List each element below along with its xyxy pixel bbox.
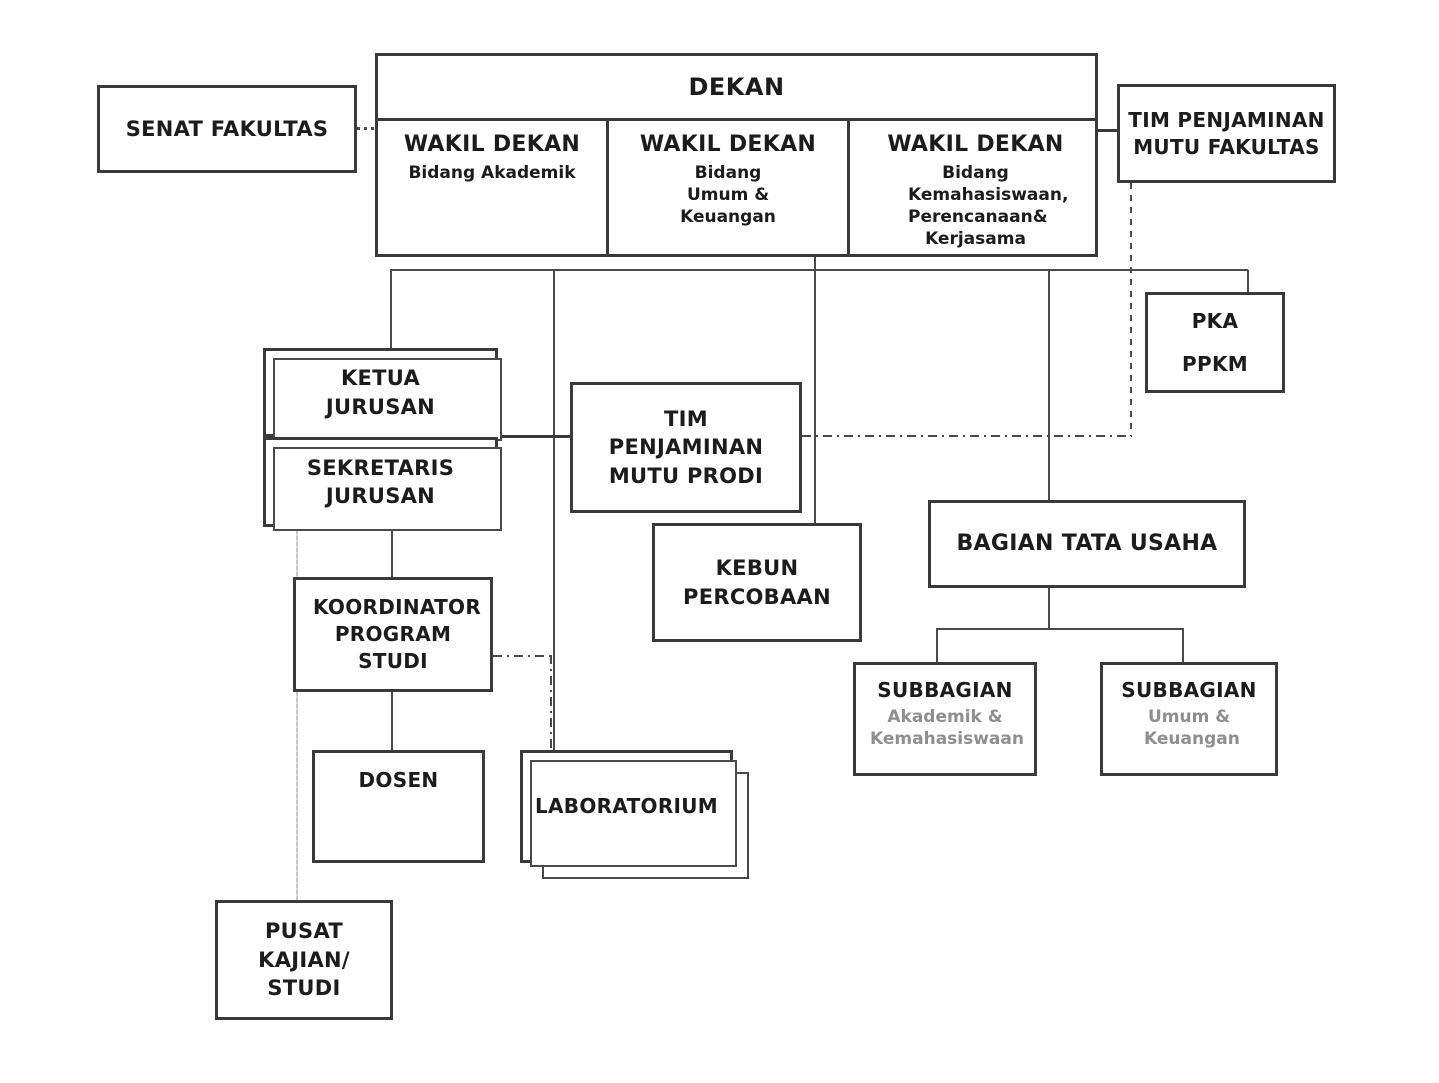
node-ketua-jurusan: KETUA JURUSAN — [263, 348, 502, 441]
node-label: BAGIAN TATA USAHA — [956, 531, 1218, 557]
connector-dekan-timfakultas — [1098, 129, 1117, 132]
node-label: SUBBAGIAN — [877, 678, 1013, 702]
connector-jurusan-pusatkajian-faint — [296, 530, 298, 900]
connector-subbagian-umum-v — [1182, 628, 1184, 662]
node-label: DOSEN — [358, 768, 439, 792]
wakil-dekan-row: WAKIL DEKAN Bidang Akademik WAKIL DEKAN … — [378, 118, 1095, 257]
node-label: SUBBAGIAN — [1121, 678, 1257, 702]
node-sublabel: Bidang Kemahasiswaan, Perencanaan& Kerja… — [908, 162, 1069, 249]
node-tim-penjaminan-mutu-prodi: TIM PENJAMINAN MUTU PRODI — [570, 382, 802, 513]
connector-jurusan-timprodi — [498, 435, 570, 438]
node-dekan: DEKAN WAKIL DEKAN Bidang Akademik WAKIL … — [375, 53, 1098, 257]
node-sublabel: Umum & Keuangan — [1144, 707, 1240, 750]
node-bagian-tata-usaha: BAGIAN TATA USAHA — [928, 500, 1246, 588]
node-sekretaris-jurusan: SEKRETARIS JURUSAN — [263, 437, 502, 531]
node-senat-fakultas: SENAT FAKULTAS — [97, 85, 357, 173]
connector-trunk — [390, 269, 1248, 271]
node-label-pka: PKA — [1191, 308, 1239, 333]
dekan-title: DEKAN — [688, 73, 785, 101]
node-label: SENAT FAKULTAS — [125, 116, 329, 141]
connector-trunk-pka — [1247, 270, 1249, 292]
connector-tatausaha-down — [1048, 588, 1050, 629]
node-label-ppkm: PPKM — [1182, 351, 1248, 376]
node-label: KETUA JURUSAN — [325, 366, 436, 419]
node-subbagian-umum: SUBBAGIAN Umum & Keuangan — [1100, 662, 1278, 776]
node-subbagian-akademik: SUBBAGIAN Akademik & Kemahasiswaan — [853, 662, 1037, 776]
node-koordinator-program-studi: KOORDINATOR PROGRAM STUDI — [293, 577, 493, 692]
node-laboratorium: LABORATORIUM — [520, 750, 749, 879]
node-sublabel: Bidang Umum & Keuangan — [680, 162, 776, 227]
node-wakil-dekan-kemahasiswaan: WAKIL DEKAN Bidang Kemahasiswaan, Perenc… — [850, 121, 1101, 257]
node-dosen: DOSEN — [312, 750, 485, 863]
connector-koordinator-dashdot-v — [550, 655, 552, 750]
connector-senat-dekan-dotted — [357, 127, 375, 130]
connector-dekan-kebun — [814, 257, 816, 523]
connector-timfakultas-dashed — [1130, 183, 1132, 436]
node-label: WAKIL DEKAN — [639, 132, 817, 157]
node-kebun-percobaan: KEBUN PERCOBAAN — [652, 523, 862, 642]
node-label: TIM PENJAMINAN MUTU FAKULTAS — [1128, 107, 1325, 159]
node-label: PUSAT KAJIAN/ STUDI — [258, 919, 350, 1001]
node-label: WAKIL DEKAN — [403, 132, 581, 157]
node-label: LABORATORIUM — [534, 794, 719, 818]
node-sublabel: Akademik & Kemahasiswaan — [870, 707, 1024, 750]
node-wakil-dekan-umum: WAKIL DEKAN Bidang Umum & Keuangan — [606, 121, 850, 257]
node-pusat-kajian-studi: PUSAT KAJIAN/ STUDI — [215, 900, 393, 1020]
node-wakil-dekan-akademik: WAKIL DEKAN Bidang Akademik — [378, 121, 606, 257]
connector-subbagian-akademik-v — [936, 628, 938, 662]
node-label: WAKIL DEKAN — [887, 132, 1064, 157]
connector-trunk-ketua — [390, 270, 392, 348]
connector-trunk-tatausaha — [1048, 270, 1050, 500]
node-tim-penjaminan-mutu-fakultas: TIM PENJAMINAN MUTU FAKULTAS — [1117, 84, 1336, 183]
node-pka-ppkm: PKA PPKM — [1145, 292, 1285, 393]
connector-subbagian-branch — [936, 628, 1183, 630]
node-sublabel: Bidang Akademik — [408, 162, 576, 183]
connector-koordinator-dosen — [391, 692, 393, 750]
connector-timprodi-dashdot — [802, 435, 1132, 437]
connector-koordinator-dashdot-h — [493, 655, 550, 657]
node-label: KEBUN PERCOBAAN — [683, 556, 831, 609]
node-label: KOORDINATOR PROGRAM STUDI — [313, 595, 482, 673]
node-label: TIM PENJAMINAN MUTU PRODI — [608, 406, 764, 488]
node-label: SEKRETARIS JURUSAN — [306, 455, 455, 508]
connector-trunk-laboratorium — [553, 270, 555, 750]
connector-sekretaris-koordinator — [391, 527, 393, 577]
